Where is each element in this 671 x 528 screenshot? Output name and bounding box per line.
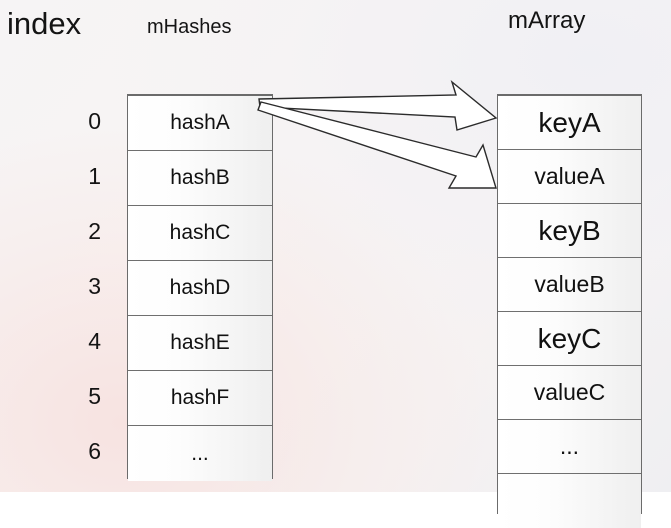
index-label: 1 [88, 163, 101, 189]
marray-table: keyA valueA keyB valueB keyC valueC ... [497, 94, 642, 528]
column-heading-index: index [7, 6, 82, 41]
column-heading-marray: mArray [508, 7, 586, 34]
arrow-hasha-to-valuea [257, 101, 497, 189]
mhashes-cell: hashB [128, 151, 272, 206]
index-label: 6 [88, 438, 101, 464]
marray-cell: valueB [498, 258, 641, 312]
marray-cell: keyC [498, 312, 641, 366]
column-heading-mhashes: mHashes [147, 16, 232, 38]
mhashes-cell: hashE [128, 316, 272, 371]
marray-cell: valueA [498, 150, 641, 204]
marray-cell: keyB [498, 204, 641, 258]
marray-cell: ... [498, 420, 641, 474]
index-label: 0 [88, 108, 101, 134]
index-label: 3 [88, 273, 101, 299]
index-label: 4 [88, 328, 101, 354]
mhashes-cell: hashA [128, 96, 272, 151]
index-column: 0 1 2 3 4 5 6 [53, 94, 101, 479]
marray-cell [498, 474, 641, 528]
mhashes-cell: hashC [128, 206, 272, 261]
index-label: 2 [88, 218, 101, 244]
mhashes-cell: hashD [128, 261, 272, 316]
mhashes-cell: ... [128, 426, 272, 481]
mhashes-cell: hashF [128, 371, 272, 426]
arrow-hasha-to-keya [258, 79, 498, 131]
index-label: 5 [88, 383, 101, 409]
marray-cell: valueC [498, 366, 641, 420]
mhashes-table: hashA hashB hashC hashD hashE hashF ... [127, 94, 273, 481]
marray-cell: keyA [498, 96, 641, 150]
